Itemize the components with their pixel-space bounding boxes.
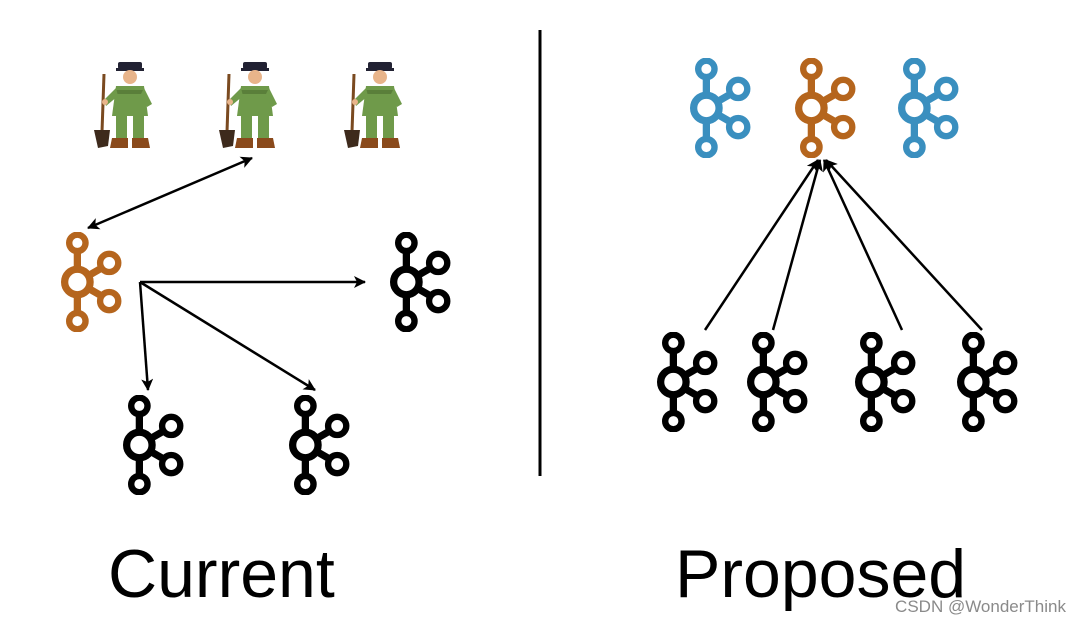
- current-panel: [65, 60, 448, 493]
- controller-broker-arrow: [138, 281, 154, 391]
- zookeeper-figure-icon: [217, 60, 279, 150]
- kafka-logo-icon: [661, 335, 715, 430]
- zookeeper-group: [92, 60, 404, 150]
- proposed-caption: Proposed: [675, 536, 967, 612]
- kafka-logo-icon: [902, 61, 956, 156]
- broker-controller-arrow: [771, 159, 823, 331]
- kafka-logo-icon: [65, 235, 119, 330]
- zookeeper-controller-arrow: [87, 156, 253, 230]
- kafka-logo-icon: [799, 61, 853, 156]
- broker-controller-arrow: [825, 159, 983, 331]
- kafka-logo-icon: [694, 61, 748, 156]
- broker-controller-arrow: [703, 159, 820, 331]
- proposed-panel: [661, 61, 1015, 430]
- kafka-logo-icon: [127, 398, 181, 493]
- zookeeper-figure-icon: [92, 60, 154, 150]
- current-caption: Current: [108, 536, 335, 612]
- zookeeper-figure-icon: [342, 60, 404, 150]
- kafka-logo-icon: [293, 398, 347, 493]
- kafka-logo-icon: [751, 335, 805, 430]
- watermark-text: CSDN @WonderThink: [895, 597, 1066, 616]
- controller-broker-arrow: [139, 280, 316, 392]
- kafka-logo-icon: [961, 335, 1015, 430]
- broker-controller-arrow: [822, 159, 904, 331]
- kafka-logo-icon: [859, 335, 913, 430]
- kafka-logo-icon: [394, 235, 448, 330]
